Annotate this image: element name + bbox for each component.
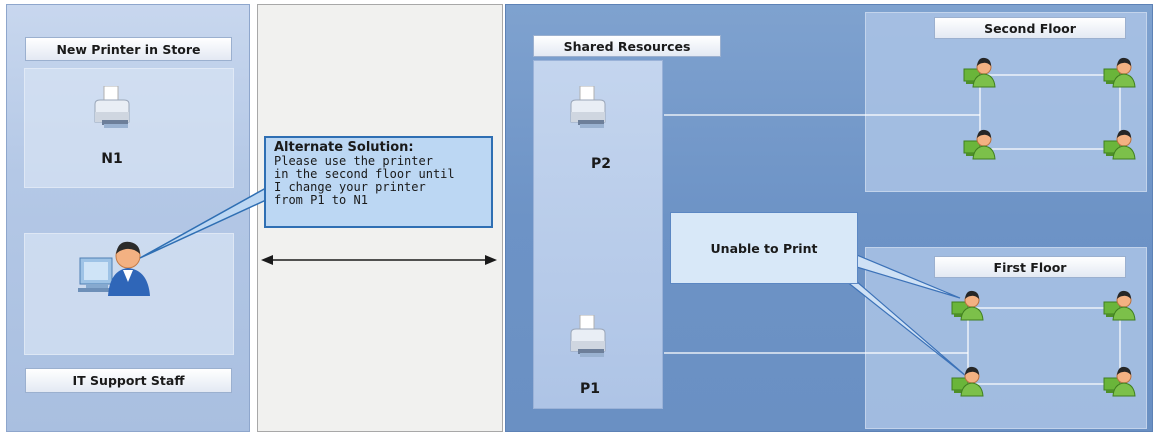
printer-icon — [92, 85, 132, 146]
callout-line: from P1 to N1 — [274, 193, 368, 207]
callout-line: I change your printer — [274, 180, 426, 194]
network-user-icon — [1103, 57, 1136, 88]
network-user-icon — [951, 366, 984, 397]
second-floor-area — [865, 12, 1147, 192]
network-user-icon — [1103, 290, 1136, 321]
network-user-icon — [951, 290, 984, 321]
it-support-staff-label: IT Support Staff — [25, 368, 232, 393]
new-printer-label: New Printer in Store — [25, 37, 232, 61]
first-floor-label: First Floor — [934, 256, 1126, 278]
printer-icon — [568, 314, 608, 365]
unable-to-print-box: Unable to Print — [670, 212, 858, 284]
new-printer-area — [24, 68, 234, 188]
support-staff-icon — [78, 240, 158, 302]
printer-n1-label: N1 — [101, 151, 123, 167]
network-user-icon — [963, 57, 996, 88]
printer-p1-label: P1 — [579, 381, 600, 397]
second-floor-label: Second Floor — [934, 17, 1126, 39]
printer-p2-label: P2 — [590, 156, 611, 172]
alternate-solution-callout: Alternate Solution: Please use the print… — [264, 136, 493, 228]
shared-resources-label: Shared Resources — [533, 35, 721, 57]
printer-icon — [568, 85, 608, 136]
network-user-icon — [1103, 366, 1136, 397]
network-user-icon — [1103, 129, 1136, 160]
callout-title: Alternate Solution: — [274, 140, 414, 155]
double-arrow-icon — [261, 255, 497, 265]
network-user-icon — [963, 129, 996, 160]
callout-line: in the second floor until — [274, 167, 455, 181]
callout-line: Please use the printer — [274, 154, 433, 168]
